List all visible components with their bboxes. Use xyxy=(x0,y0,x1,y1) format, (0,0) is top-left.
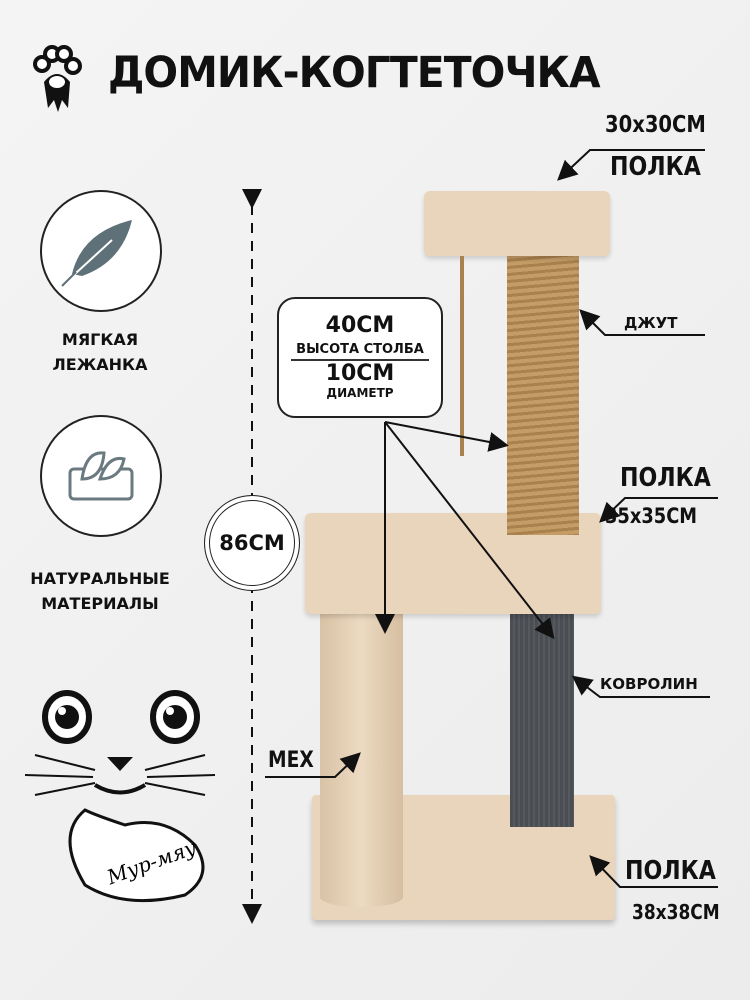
feature-circle-soft xyxy=(40,190,162,312)
hanging-rope xyxy=(460,256,464,456)
carpet-label: КОВРОЛИН xyxy=(600,675,698,693)
mid-shelf-size: 35x35CM xyxy=(605,504,698,528)
height-badge: 86CM xyxy=(204,495,300,591)
top-shelf-size: 30x30CM xyxy=(605,112,706,138)
mid-shelf-label: ПОЛКА xyxy=(620,463,711,493)
fur-label: МЕХ xyxy=(268,748,314,773)
jute-post xyxy=(507,252,579,535)
jute-label: ДЖУТ xyxy=(624,314,678,332)
top-shelf-label: ПОЛКА xyxy=(610,152,701,182)
leaf-mattress-icon xyxy=(68,451,134,501)
post-info-box: 40CM ВЫСОТА СТОЛБА 10CM ДИАМЕТР xyxy=(277,297,443,418)
page-title: ДОМИК-КОГТЕТОЧКА xyxy=(108,48,601,98)
base-shelf-label: ПОЛКА xyxy=(625,856,716,886)
top-shelf xyxy=(424,191,610,256)
base-shelf-size: 38x38CM xyxy=(632,900,720,924)
feather-icon xyxy=(61,220,132,287)
fur-post xyxy=(320,612,403,907)
cat-logo: Мур-мяу xyxy=(24,690,216,903)
carpet-post xyxy=(510,612,574,827)
feature-circle-natural xyxy=(40,415,162,537)
paw-icon xyxy=(33,45,82,112)
